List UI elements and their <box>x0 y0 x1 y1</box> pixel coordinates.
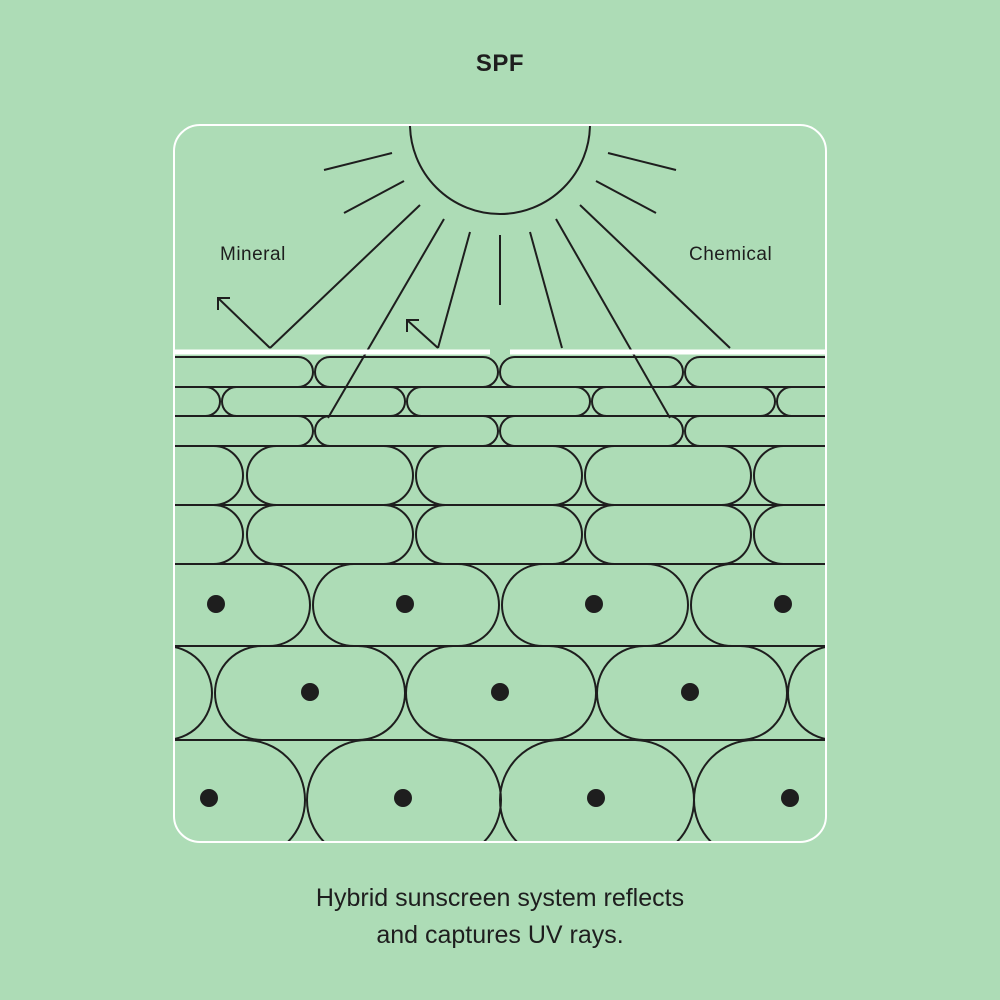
chemical-label: Chemical <box>689 244 773 265</box>
cell-nucleus-dot <box>301 683 319 701</box>
stratum-corneum-row-2 <box>174 386 826 417</box>
penetrating-ray-1 <box>327 218 445 419</box>
mineral-reflection-ray <box>217 204 421 349</box>
diagram-frame <box>173 124 827 843</box>
cell-nucleus-dot <box>681 683 699 701</box>
stratum-corneum-row-1 <box>174 356 826 388</box>
diagram-title: SPF <box>475 50 525 77</box>
cell-nucleus-dot <box>396 595 414 613</box>
basal-cell-row-2 <box>174 739 826 842</box>
cell-nucleus-dot <box>394 789 412 807</box>
cell-nucleus-dot <box>491 683 509 701</box>
caption-line-2: and captures UV rays. <box>376 921 624 949</box>
reflection-ray-2 <box>406 231 471 349</box>
cell-nucleus-dot <box>585 595 603 613</box>
sun-icon <box>409 125 591 215</box>
spinous-cell-row <box>174 563 826 647</box>
reflected-ray-arrow-icon <box>217 297 230 310</box>
basal-cell-row-1 <box>174 645 826 741</box>
cell-nuclei <box>200 595 799 807</box>
chemical-ray-2 <box>579 204 731 349</box>
penetrating-ray-2 <box>555 218 671 419</box>
cell-nucleus-dot <box>774 595 792 613</box>
cell-nucleus-dot <box>781 789 799 807</box>
caption: Hybrid sunscreen system reflects and cap… <box>0 880 1000 954</box>
stratum-corneum-row-3 <box>174 415 826 447</box>
granular-cell-row-2 <box>174 504 826 565</box>
cell-nucleus-dot <box>587 789 605 807</box>
chemical-ray-1 <box>529 231 563 349</box>
cell-nucleus-dot <box>200 789 218 807</box>
uv-rays <box>323 152 677 305</box>
caption-line-1: Hybrid sunscreen system reflects <box>315 884 685 912</box>
mineral-label: Mineral <box>220 244 286 265</box>
granular-cell-row-1 <box>174 445 826 506</box>
cell-nucleus-dot <box>207 595 225 613</box>
